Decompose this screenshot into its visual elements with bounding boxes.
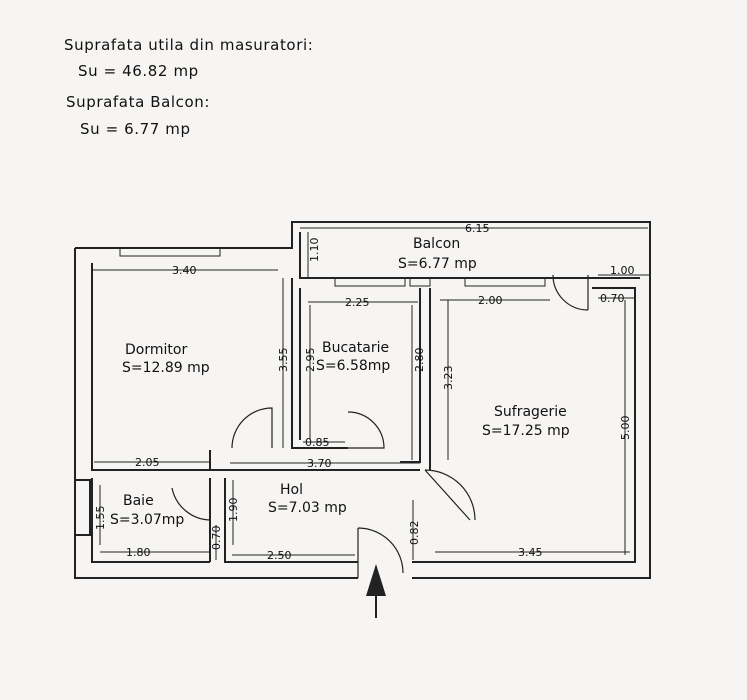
- dim-bucatarie-left: 2.95: [304, 348, 317, 373]
- dim-sufragerie-top: 2.00: [478, 294, 503, 307]
- baie-area: S=3.07mp: [110, 512, 184, 528]
- dim-hol-left: 1.90: [227, 498, 240, 523]
- bucatarie-area: S=6.58mp: [316, 358, 390, 374]
- entrance-arrow-icon: [366, 564, 386, 618]
- hol-area: S=7.03 mp: [268, 500, 347, 516]
- bucatarie-name: Bucatarie: [322, 340, 389, 356]
- dim-balcon-depth: 1.10: [308, 238, 321, 263]
- dim-hol-width: 3.70: [307, 457, 332, 470]
- dim-sufragerie-bottom: 3.45: [518, 546, 543, 559]
- dim-dormitor-width: 3.40: [172, 264, 197, 277]
- dim-hol-bottom: 2.50: [267, 549, 292, 562]
- dormitor-name: Dormitor: [125, 342, 187, 358]
- usable-area-title: Suprafata utila din masuratori:: [64, 36, 314, 54]
- balcon-name: Balcon: [413, 236, 460, 252]
- dim-bucatarie-right: 2.80: [413, 348, 426, 373]
- dim-baie-width: 1.80: [126, 546, 151, 559]
- windows: [119, 247, 546, 287]
- dim-balcon-ext-width: 1.00: [610, 264, 635, 277]
- dim-sufragerie-right: 5.00: [619, 416, 632, 441]
- outer-walls: [74, 221, 651, 579]
- usable-area-value: Su = 46.82 mp: [78, 62, 199, 80]
- balcon-area: S=6.77 mp: [398, 256, 477, 272]
- dim-bucatarie-door: 0.85: [305, 436, 330, 449]
- baie-name: Baie: [123, 493, 154, 509]
- sufragerie-area: S=17.25 mp: [482, 423, 570, 439]
- dim-baie-height: 1.55: [94, 506, 107, 531]
- balcony-area-value: Su = 6.77 mp: [80, 120, 191, 138]
- dim-bucatarie-width: 2.25: [345, 296, 370, 309]
- dormitor-area: S=12.89 mp: [122, 360, 210, 376]
- hol-name: Hol: [280, 482, 303, 498]
- dim-dormitor-height: 3.55: [277, 348, 290, 373]
- dim-sufragerie-left: 3.23: [442, 366, 455, 391]
- dim-balcon-width: 6.15: [465, 222, 490, 235]
- sufragerie-name: Sufragerie: [494, 404, 567, 420]
- dimension-lines: [92, 227, 650, 560]
- balcony-area-title: Suprafata Balcon:: [66, 93, 211, 111]
- dim-hol-door-wall: 0.82: [408, 521, 421, 546]
- header-notes: Suprafata utila din masuratori: Su = 46.…: [0, 0, 747, 150]
- dim-dormitor-bottom: 2.05: [135, 456, 160, 469]
- dim-baie-small: 0.70: [210, 526, 223, 551]
- dim-balcon-ext-small: 0.70: [600, 292, 625, 305]
- door-arcs: [171, 274, 589, 578]
